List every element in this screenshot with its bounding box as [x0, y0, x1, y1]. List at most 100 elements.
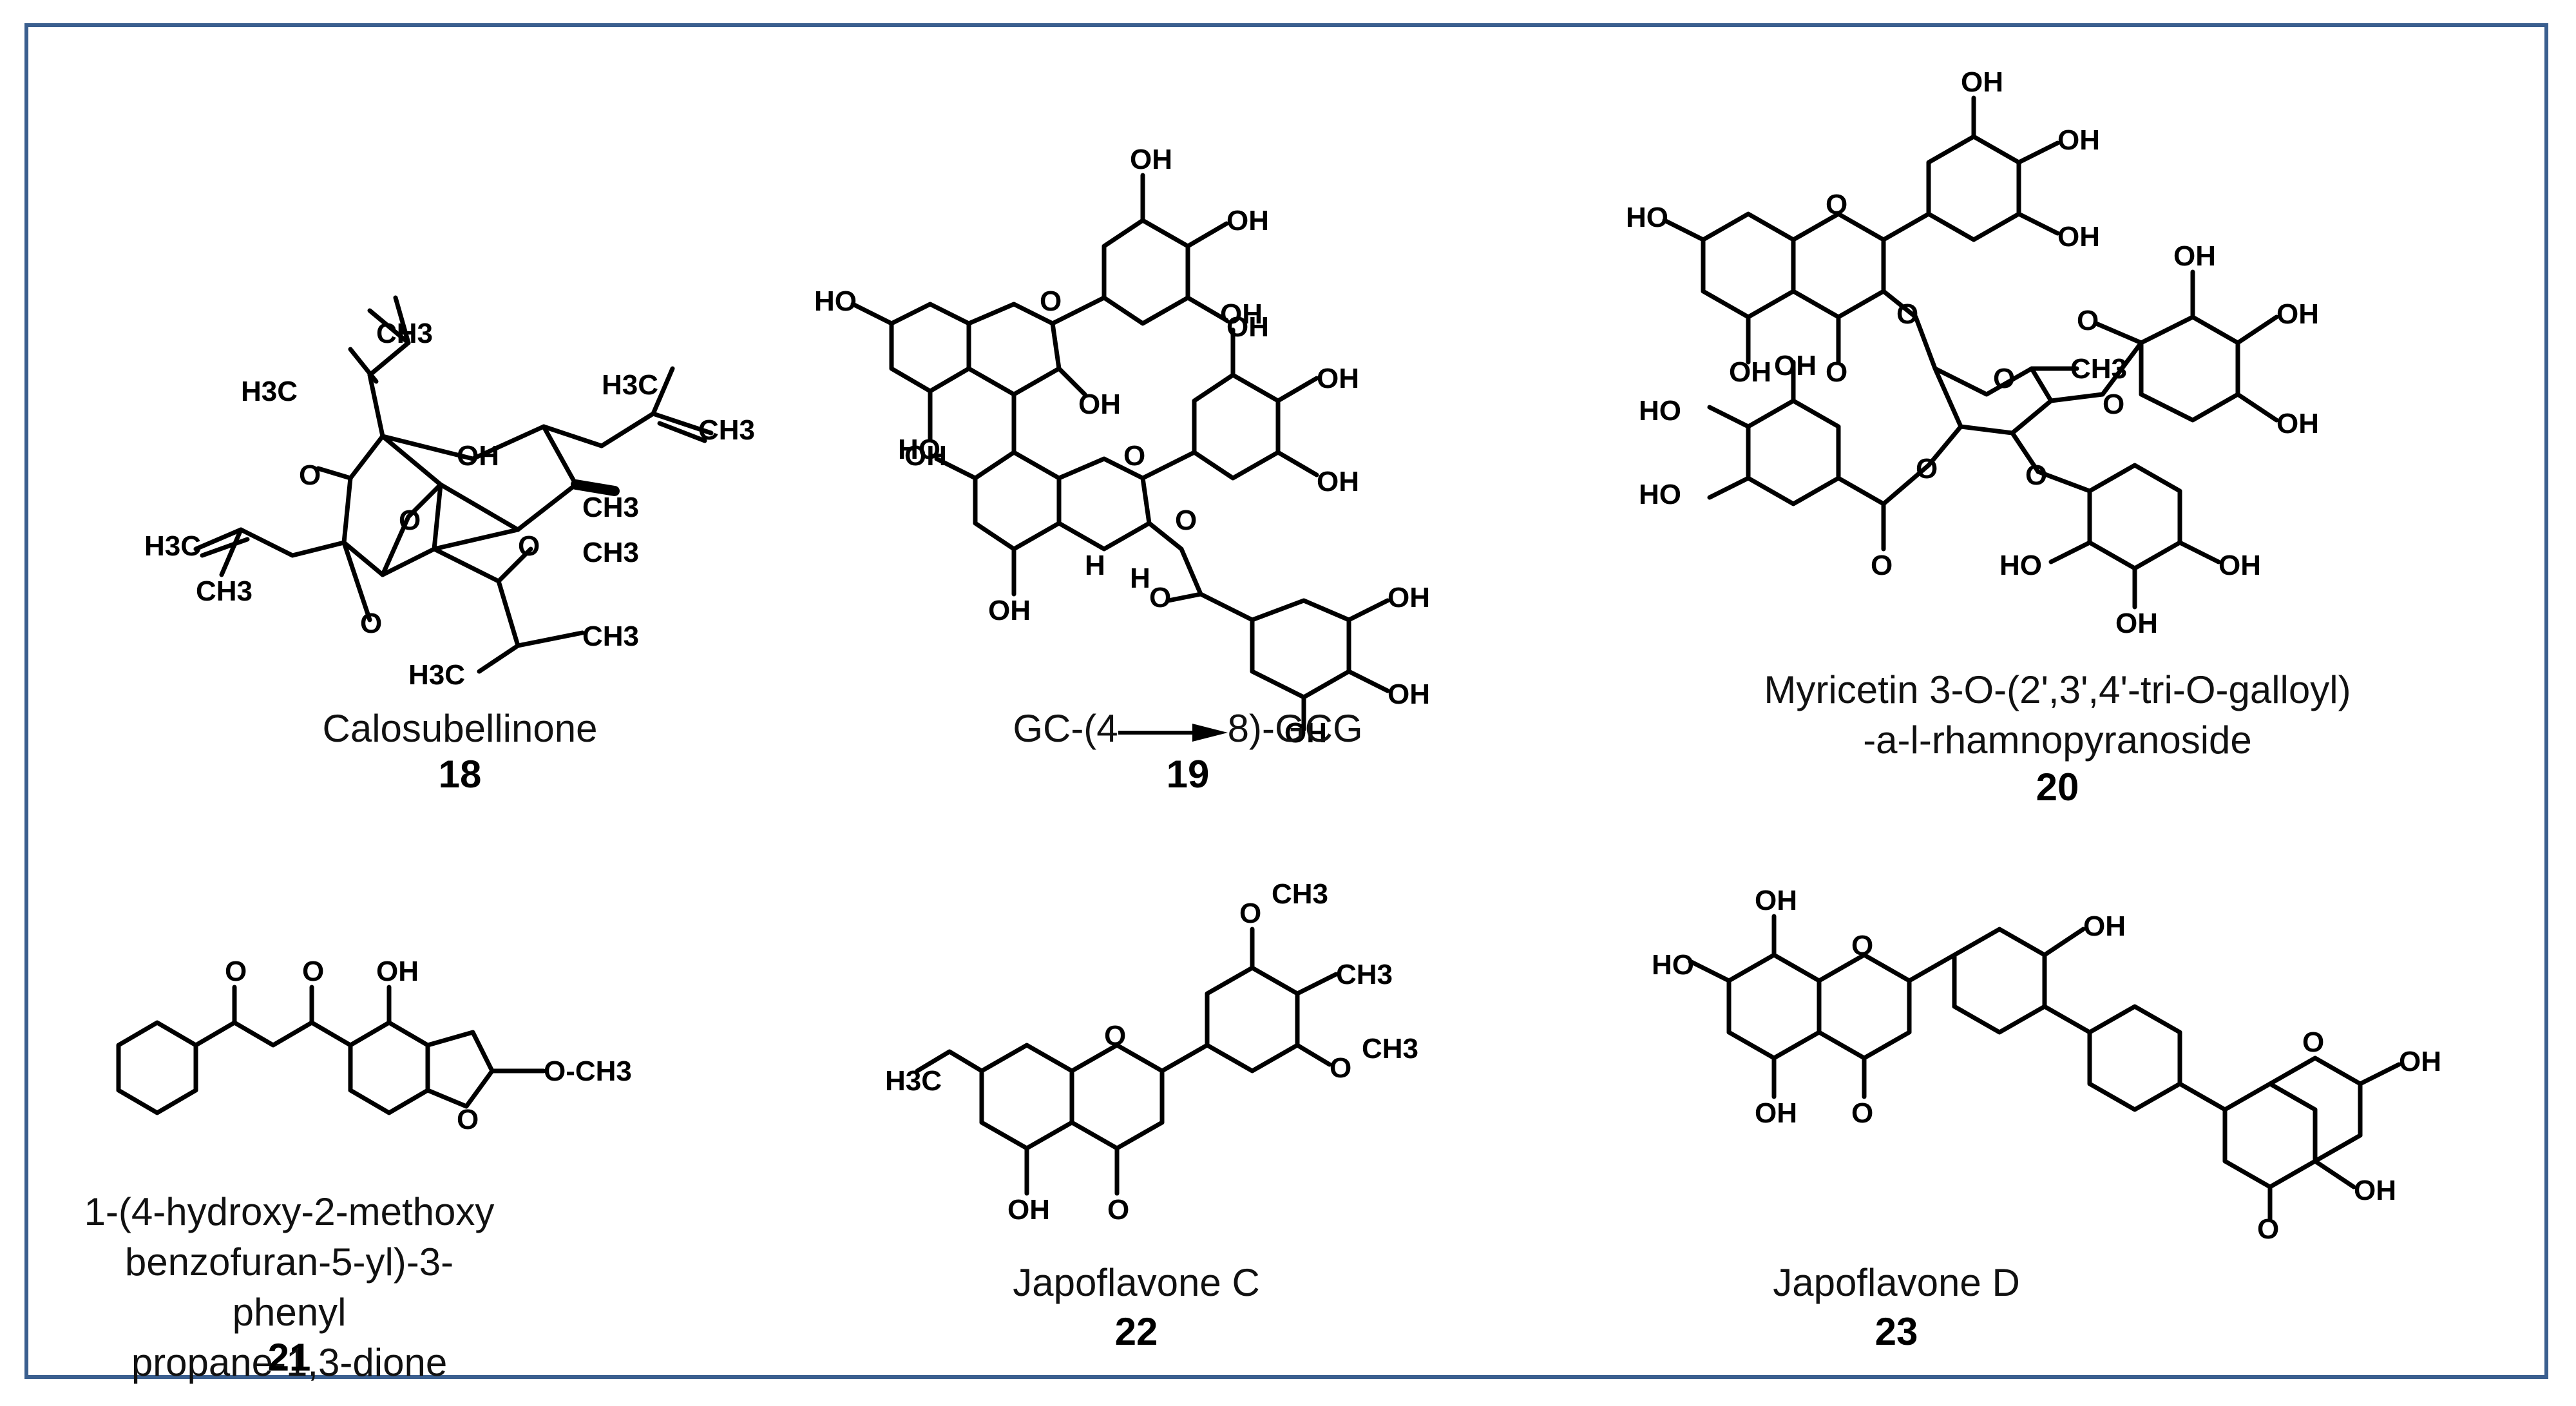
atom-o: O	[1871, 550, 1893, 581]
atom-oh: OH	[2115, 608, 2158, 639]
atom-h3c: H3C	[885, 1065, 942, 1097]
atom-o: O	[518, 530, 540, 562]
atom-h3c: H3C	[408, 659, 465, 691]
atom-o: O	[1851, 1097, 1873, 1129]
compound-name-line: Calosubellinone	[322, 707, 598, 750]
atom-oh: OH	[2057, 221, 2100, 253]
compound-name-23: Japoflavone D	[1639, 1258, 2154, 1308]
compound-number-19: 19	[1166, 753, 1210, 796]
atom-o: O	[1123, 440, 1145, 472]
structure-21: O O OH O O-CH3	[116, 956, 632, 1135]
atom-oh: OH	[1226, 311, 1269, 343]
atom-oh: OH	[1774, 350, 1817, 381]
atom-oh: OH	[1130, 144, 1172, 175]
atom-o: O	[225, 956, 247, 987]
compound-panel-21: O O OH O O-CH3 1-(4-hydroxy-2-methoxy be…	[80, 916, 724, 1384]
atom-ho: HO	[1639, 395, 1681, 427]
atom-oh: OH	[988, 595, 1031, 626]
atom-oh: OH	[904, 440, 947, 472]
compound-name-line: -a-l-rhamnopyranoside	[1863, 718, 2252, 762]
atom-o: O	[2302, 1026, 2324, 1058]
atom-h: H	[1130, 563, 1150, 594]
structure-18: O O O O OH CH3 H3C H3C CH3 CH3 CH3 H3C C…	[144, 295, 755, 691]
atom-oh: OH	[1755, 1097, 1797, 1129]
atom-oh: OH	[1388, 582, 1430, 613]
atom-oh: OH	[1388, 679, 1430, 710]
atom-o: O	[1826, 189, 1847, 220]
atom-o: O	[1993, 363, 2015, 394]
atom-oh: OH	[457, 440, 499, 472]
atom-oh: OH	[1220, 298, 1263, 330]
atom-oh: OH	[1007, 1194, 1050, 1226]
atom-o: O	[399, 505, 421, 536]
atom-oh: OH	[1078, 389, 1121, 420]
compound-panel-23: O O OH HO OH OH O OH O OH Japoflavone D …	[1639, 878, 2541, 1380]
atom-ch3: CH3	[1336, 959, 1393, 990]
atom-o: O	[1916, 453, 1938, 485]
atom-oh: OH	[2083, 910, 2126, 942]
atom-oh: OH	[2218, 550, 2261, 581]
atom-ch3: CH3	[698, 414, 755, 446]
compound-name-18: Calosubellinone	[106, 704, 814, 754]
compound-name-line: GC-(4	[1013, 707, 1118, 750]
compound-name-line: Japoflavone C	[1013, 1261, 1260, 1304]
atom-o: O	[1330, 1052, 1351, 1084]
compound-name-22: Japoflavone C	[879, 1258, 1394, 1308]
atom-o: O	[1239, 898, 1261, 929]
atom-ho: HO	[1639, 479, 1681, 510]
atom-o: O	[2025, 459, 2047, 491]
atom-ch3: CH3	[1272, 878, 1328, 910]
compound-name-line: 1-(4-hydroxy-2-methoxy	[84, 1190, 495, 1233]
atom-oh: OH	[1961, 66, 2003, 98]
compound-name-20: Myricetin 3-O-(2',3',4'-tri-O-galloyl) -…	[1613, 665, 2502, 766]
atom-o: O	[1104, 1020, 1126, 1052]
structure-23: O O OH HO OH OH O OH O OH	[1652, 885, 2441, 1245]
compound-number-18: 18	[438, 753, 482, 796]
atom-o: O	[2077, 305, 2099, 336]
compound-name-line: propane-1,3-dione	[131, 1341, 448, 1384]
compound-panel-19: O O HO OH OH OH OH OH HO OH OH OH OH H H…	[801, 91, 1574, 852]
atom-o: O	[457, 1104, 479, 1135]
atom-oh: OH	[1226, 205, 1269, 236]
atom-oh: OH	[1755, 885, 1797, 916]
atom-o: O	[2257, 1213, 2279, 1245]
atom-o: O	[1040, 285, 1062, 317]
atom-ch3: CH3	[1362, 1033, 1418, 1064]
atom-oh: OH	[1317, 466, 1359, 497]
atom-h3c: H3C	[602, 369, 658, 401]
atom-o: O	[2103, 389, 2124, 420]
figure-frame: O O O O OH CH3 H3C H3C CH3 CH3 CH3 H3C C…	[24, 23, 2548, 1384]
atom-o: O	[1149, 582, 1171, 613]
compound-panel-18: O O O O OH CH3 H3C H3C CH3 CH3 CH3 H3C C…	[106, 272, 814, 852]
atom-oh: OH	[2399, 1046, 2441, 1077]
atom-ho: HO	[1626, 202, 1668, 233]
structure-20: O O HO OH OH OH OH O O CH3 OH HO HO O O …	[1626, 66, 2319, 639]
compound-panel-22: O O OH H3C O CH3 CH3 O CH3 Japoflavone C…	[879, 878, 1523, 1380]
atom-oh: OH	[1317, 363, 1359, 394]
atom-oh: OH	[1284, 717, 1327, 749]
atom-ch3: CH3	[582, 492, 639, 523]
atom-oh: OH	[2354, 1175, 2396, 1206]
atom-h: H	[1085, 550, 1105, 581]
atom-ho: HO	[898, 434, 940, 465]
compound-number-23: 23	[1875, 1310, 1918, 1353]
atom-h3c: H3C	[144, 530, 201, 562]
atom-o: O	[1826, 356, 1847, 388]
atom-ch3: CH3	[582, 621, 639, 652]
compound-name-line: 8)-GCG	[1227, 707, 1363, 750]
atom-h3c: H3C	[241, 376, 298, 407]
atom-o: O	[360, 608, 382, 639]
reaction-arrow-icon	[1118, 724, 1228, 742]
atom-och3: O-CH3	[544, 1055, 632, 1087]
atom-ho: HO	[1999, 550, 2042, 581]
atom-oh: OH	[2276, 408, 2319, 439]
structure-19: O O HO OH OH OH OH OH HO OH OH OH OH H H…	[814, 144, 1430, 749]
atom-o: O	[299, 459, 321, 491]
atom-o: O	[302, 956, 324, 987]
atom-ch3: CH3	[376, 318, 433, 349]
atom-o: O	[1896, 298, 1918, 330]
atom-ho: HO	[814, 285, 857, 317]
compound-panel-20: O O HO OH OH OH OH O O CH3 OH HO HO O O …	[1613, 53, 2502, 852]
atom-ch3: CH3	[582, 537, 639, 568]
atom-o: O	[1175, 505, 1197, 536]
